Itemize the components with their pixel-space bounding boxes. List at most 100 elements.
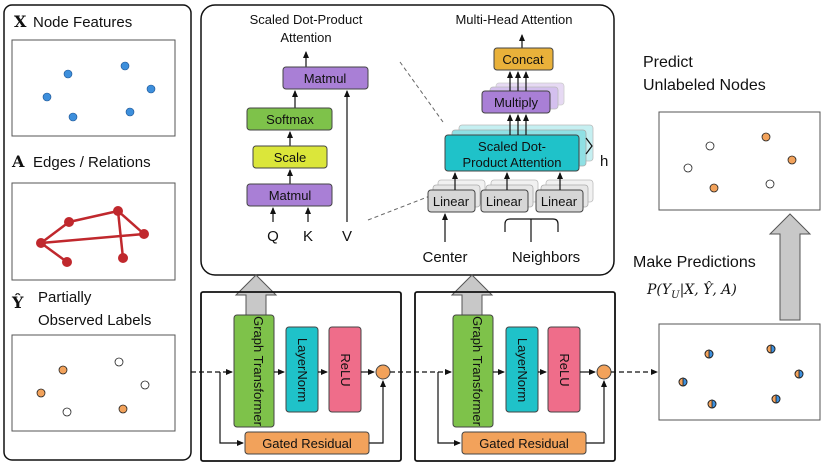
relu-box-2 [547,326,581,413]
softmax-label: Softmax [266,112,314,127]
labeled-node [709,183,719,193]
partially-label: Partially [38,289,92,306]
linear-label-1: Linear [433,194,470,209]
mha-title: Multi-Head Attention [455,12,572,27]
final-nodes [678,344,804,409]
feature-node [42,92,52,102]
unlabeled-node [765,179,775,189]
mixed-node [707,399,717,409]
relu-label-1: ReLU [338,353,353,386]
up-arrow-predict [768,213,812,321]
graph-node [64,217,74,227]
y-symbol: Ŷ [11,292,24,312]
up-arrow-block1 [234,274,278,319]
mixed-node [678,377,688,387]
heads-label: h [600,153,608,170]
relu-label-2: ReLU [557,353,572,386]
linear-stack-2: Linear [480,179,539,213]
transformer-block-2 [414,291,616,462]
edge [68,209,119,224]
scale-box [252,145,328,169]
feature-node [63,69,73,79]
matmul-bottom-label: Matmul [269,188,312,203]
concat-box [493,47,554,71]
mixed-node [766,344,776,354]
heads-brace [585,137,593,155]
node-features-label: Node Features [33,14,132,31]
sdpa-title-line1: Scaled Dot-Product [250,12,363,27]
graph-node [36,238,46,248]
feature-node [146,84,156,94]
labels-plot [11,334,176,432]
transformer-block-1 [200,291,402,462]
unlabeled-node [140,380,150,390]
prediction-formula: P(YU|X, Ŷ, A) [646,280,737,301]
sdpa-title-line2: Attention [280,30,331,45]
unlabeled-node [683,163,693,173]
edges-label: Edges / Relations [33,154,151,171]
linear-stack-1: Linear [427,179,486,213]
edge-graph [40,209,145,264]
graph-node [113,206,123,216]
labeled-node [761,132,771,142]
prediction-nodes [683,132,797,193]
predict-title-line2: Unlabeled Nodes [643,77,766,94]
multiply-box [481,90,551,114]
unlabeled-node [705,141,715,151]
feature-node [125,107,135,117]
softmax-box [246,107,333,131]
center-label: Center [422,249,467,266]
edges-plot [11,182,176,281]
mixed-node [704,349,714,359]
gated-residual-label-1: Gated Residual [262,436,352,451]
k-label: K [303,228,313,245]
edge [40,221,70,244]
edge [40,232,145,245]
combine-node-1 [375,364,391,380]
graph-transformer-box-2 [452,314,494,428]
neighbors-label: Neighbors [512,249,580,266]
q-label: Q [267,228,279,245]
layernorm-label-1: LayerNorm [295,338,310,402]
layernorm-box-2 [505,326,539,413]
sdpa-box [444,134,580,172]
graph-transformer-label-2: Graph Transformer [470,316,485,426]
labeled-node [118,404,128,414]
graph-transformer-box-1 [233,314,275,428]
linear-label-2: Linear [486,194,523,209]
sdpa-box-line1: Scaled Dot- [478,139,546,154]
linear-box-2 [480,189,529,213]
labeled-node [36,388,46,398]
concat-label: Concat [502,52,544,67]
graph-node [118,253,128,263]
edge [40,241,68,264]
edge [116,210,125,259]
gated-residual-label-2: Gated Residual [479,436,569,451]
relu-box-1 [328,326,362,413]
labeled-node [58,365,68,375]
v-label: V [342,228,352,245]
dashed-connector [399,61,444,123]
predict-title-line1: Predict [643,54,693,71]
edge [117,210,145,235]
graph-transformer-label-1: Graph Transformer [251,316,266,426]
graph-node [139,229,149,239]
mixed-node [771,394,781,404]
matmul-top-box [282,66,369,90]
linear-label-3: Linear [541,194,578,209]
layernorm-box-1 [285,326,319,413]
combine-node-2 [596,364,612,380]
layernorm-label-2: LayerNorm [515,338,530,402]
graph-node [62,257,72,267]
up-arrow-block2 [450,274,494,319]
sdpa-box-line2: Product Attention [462,155,561,170]
matmul-bottom-box [246,183,333,207]
feature-node [120,61,130,71]
linear-stack-3: Linear [535,179,594,213]
feature-node [68,112,78,122]
unlabeled-node [62,407,72,417]
matmul-top-label: Matmul [304,71,347,86]
edge-nodes [36,206,149,267]
observed-labels-label: Observed Labels [38,312,151,329]
